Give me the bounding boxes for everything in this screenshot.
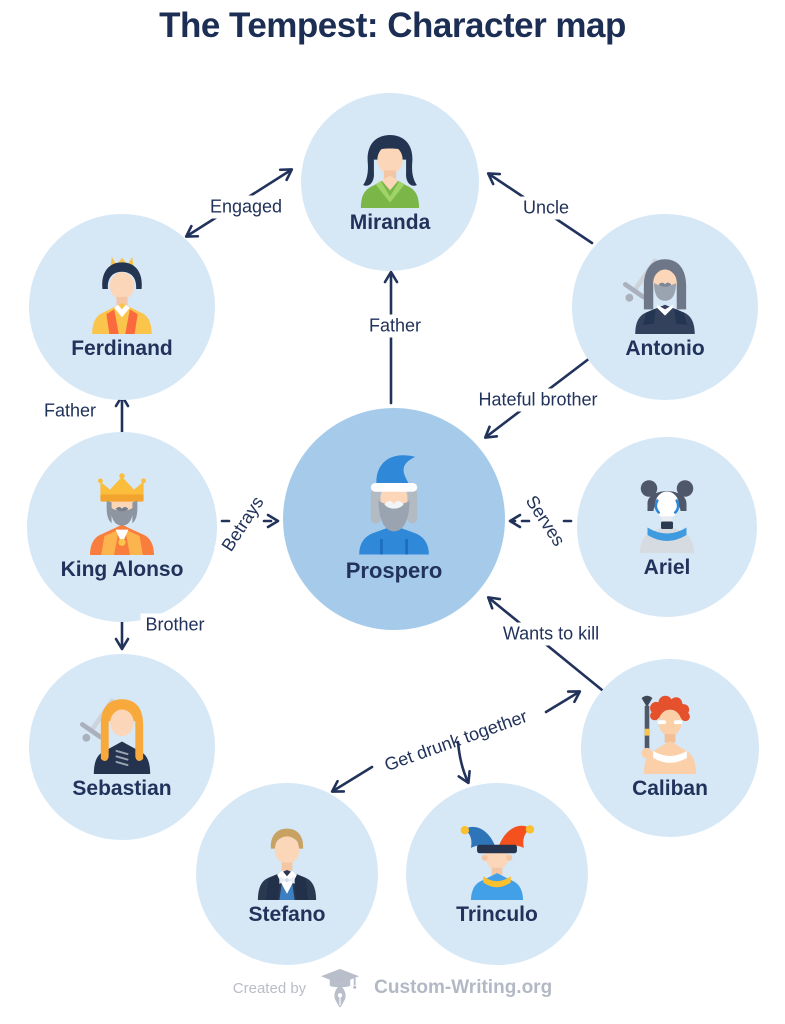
relation-label-engaged: Engaged [204,195,288,219]
prospero-avatar [359,455,429,555]
graduation-cap-pen-logo-icon [321,968,360,1008]
character-name: Ariel [643,555,691,579]
caliban-avatar [641,695,697,775]
character-name: King Alonso [60,558,184,582]
footer-brand: Custom-Writing.org [374,977,553,998]
character-node-miranda: Miranda [301,93,479,271]
character-node-stefano: Stefano [196,783,378,965]
character-node-trinculo: Trinculo [406,783,588,965]
stefano-avatar [257,828,317,901]
character-name: Trinculo [456,903,538,927]
arrow-drunk-caliban [544,690,582,714]
character-node-ariel: Ariel [577,437,757,617]
sebastian-avatar [79,698,151,775]
character-name: Prospero [345,557,443,583]
character-name: Caliban [632,777,708,801]
arrow-drunk-stefano [330,765,374,793]
character-node-prospero: Prospero [283,408,505,630]
relation-label-brother: Brother [140,613,210,637]
ariel-avatar [640,479,694,553]
relation-label-wants-to-kill: Wants to kill [497,622,605,646]
arrow-drunk-trinculo [456,740,471,785]
page-title: The Tempest: Character map [159,6,626,45]
relation-label-father-miranda: Father [363,314,427,338]
character-name: Antonio [625,337,705,361]
character-node-ferdinand: Ferdinand [29,214,215,400]
character-node-sebastian: Sebastian [29,654,215,840]
character-node-caliban: Caliban [581,659,759,837]
trinculo-avatar [460,824,535,901]
miranda-avatar [360,134,420,209]
character-name: Stefano [248,903,326,927]
character-name: Miranda [349,211,431,235]
footer: Created by Custom-Writing.org [0,966,785,1010]
character-node-king-alonso: King Alonso [27,432,217,622]
relation-label-father-ferdinand: Father [38,399,102,423]
king-alonso-avatar [90,473,154,556]
character-name: Ferdinand [71,337,173,361]
relation-label-hateful-brother: Hateful brother [473,388,603,412]
antonio-avatar [622,258,695,335]
ferdinand-avatar [92,256,152,335]
footer-created-by: Created by [232,979,307,997]
character-node-antonio: Antonio [572,214,758,400]
relation-label-uncle: Uncle [517,196,575,220]
character-name: Sebastian [72,777,172,801]
